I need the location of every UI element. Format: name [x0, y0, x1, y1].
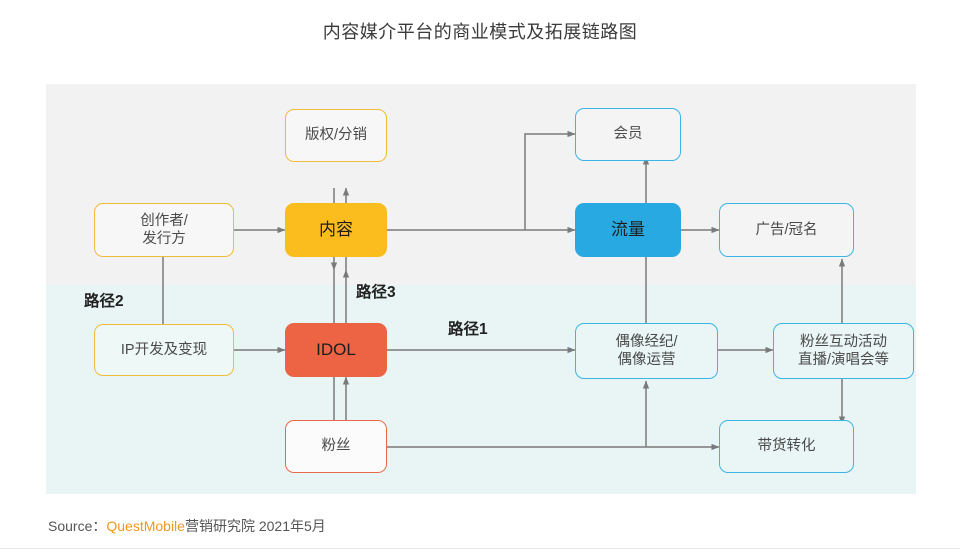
diagram-panel: 版权/分销 创作者/ 发行方 内容 会员 流量 广告/冠名 IP开发及变现 ID… [46, 84, 916, 494]
footer-divider [0, 548, 960, 549]
page-title: 内容媒介平台的商业模式及拓展链路图 [322, 22, 638, 42]
node-ip[interactable]: IP开发及变现 [94, 324, 234, 376]
source-brand: QuestMobile [106, 518, 185, 534]
source-prefix: Source： [48, 518, 107, 534]
path-label-3: 路径3 [356, 284, 396, 301]
node-member[interactable]: 会员 [575, 108, 681, 161]
source-suffix: 营销研究院 2021年5月 [184, 518, 326, 534]
node-idol[interactable]: IDOL [285, 323, 387, 377]
node-creator[interactable]: 创作者/ 发行方 [94, 203, 234, 257]
edge-content-to-member [524, 130, 576, 230]
path-label-2: 路径2 [84, 293, 124, 310]
node-fans[interactable]: 粉丝 [285, 420, 387, 473]
node-traffic[interactable]: 流量 [575, 203, 681, 257]
node-copyright[interactable]: 版权/分销 [285, 109, 387, 162]
path-label-1: 路径1 [448, 321, 488, 338]
node-commerce[interactable]: 带货转化 [719, 420, 854, 473]
node-content[interactable]: 内容 [285, 203, 387, 257]
node-agency[interactable]: 偶像经纪/ 偶像运营 [575, 323, 718, 379]
source-note: Source：QuestMobile营销研究院 2021年5月 [48, 516, 326, 536]
node-ad[interactable]: 广告/冠名 [719, 203, 854, 257]
node-fan-activity[interactable]: 粉丝互动活动 直播/演唱会等 [773, 323, 914, 379]
